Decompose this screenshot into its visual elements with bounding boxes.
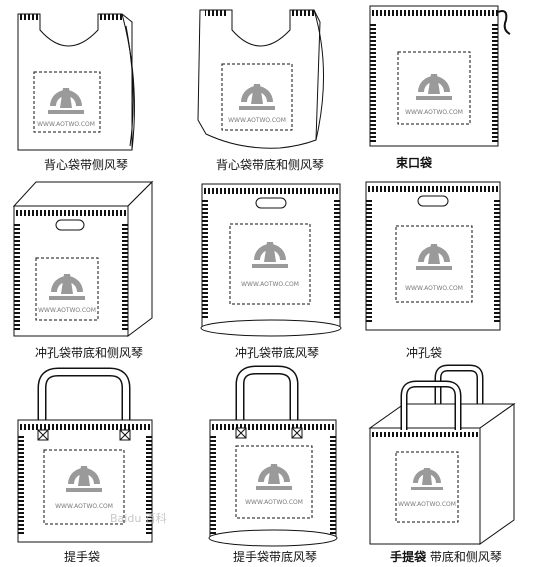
caption-bag-1: 背心袋带侧风琴 [43,158,128,172]
logo-url-3: WWW.AOTWO.COM [405,109,463,116]
caption-bag-2: 背心袋带底和侧风琴 [215,158,324,172]
bag-tote-bottom-side-gusset [368,364,516,545]
caption-bag-8: 提手袋带底风琴 [232,550,317,564]
caption-bag-6: 冲孔袋 [405,346,442,360]
caption-bag-7: 提手袋 [63,550,100,564]
caption-bag-5: 冲孔袋带底风琴 [234,346,319,360]
bag-handle-bottom-gusset [208,365,338,547]
logo-mark [48,74,452,492]
logo-url-4: WWW.AOTWO.COM [38,307,96,314]
logo-url-2: WWW.AOTWO.COM [228,117,286,124]
caption-bag-4: 冲孔袋带底和侧风琴 [34,346,143,360]
baidu-watermark: Baidu 百科 [110,511,167,525]
logo-url-7: WWW.AOTWO.COM [55,503,113,510]
caption-bag-3: 束口袋 [395,156,432,170]
caption-bag-9-rest: 带底和侧风琴 [426,550,502,564]
bag-drawstring [369,5,511,147]
bag-vest-bottom-side-gusset [197,9,324,149]
logo-url-5: WWW.AOTWO.COM [241,281,299,288]
logo-url-8: WWW.AOTWO.COM [245,499,303,506]
logo-url-9: WWW.AOTWO.COM [398,501,456,508]
caption-bag-9: 手提袋 带底和侧风琴 [376,548,516,565]
caption-bag-9-bold: 手提袋 [390,550,427,564]
bag-vest-side-gusset [17,13,135,151]
logo-url-1: WWW.AOTWO.COM [37,121,95,128]
logo-url-6: WWW.AOTWO.COM [405,285,463,292]
bag-punched-bottom-side-gusset [12,180,154,337]
